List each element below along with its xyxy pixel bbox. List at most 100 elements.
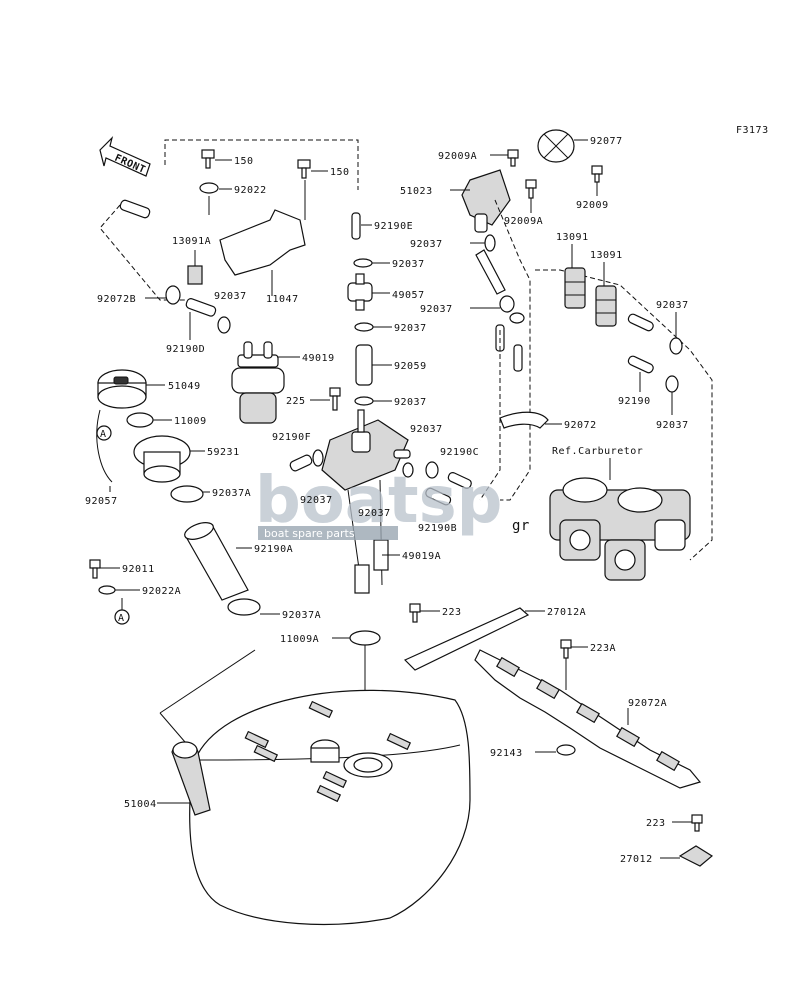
clamp-92037-l (665, 375, 679, 393)
figure-code: F3173 (736, 125, 769, 136)
front-arrow: FRONT (99, 136, 151, 177)
label-92009: 92009 (576, 200, 609, 211)
label-92037-7: 92037 (358, 508, 391, 519)
hose-92190b (425, 487, 452, 506)
clamp-92037-i (499, 295, 515, 313)
label-92059: 92059 (394, 361, 427, 372)
hose-right-upper (475, 249, 506, 295)
screw-92009a-upper (507, 149, 519, 167)
washer-92143 (556, 744, 576, 756)
label-92190f: 92190F (272, 432, 311, 443)
label-225: 225 (286, 396, 306, 407)
bracket-11047 (219, 209, 306, 276)
label-150-b: 150 (330, 167, 350, 178)
clamp-92037-h (484, 234, 496, 252)
label-92037-3: 92037 (394, 323, 427, 334)
label-13091-2: 13091 (590, 250, 623, 261)
label-92143: 92143 (490, 748, 523, 759)
label-92022a: 92022A (142, 586, 181, 597)
hose-right-small-1 (627, 313, 654, 332)
label-92057: 92057 (85, 496, 118, 507)
label-92190c: 92190C (440, 447, 479, 458)
watermark-brand: boatsp (255, 464, 502, 538)
watermark-tld: gr (512, 518, 530, 534)
label-92037a-1: 92037A (212, 488, 251, 499)
clamp-13091-left (564, 267, 586, 309)
label-92037a-2: 92037A (282, 610, 321, 621)
screw-92009a-lower (525, 179, 537, 199)
label-92077: 92077 (590, 136, 623, 147)
fuel-cap-51049 (97, 369, 147, 409)
label-49019a: 49019A (402, 551, 441, 562)
label-92037-10: 92037 (656, 300, 689, 311)
label-92037-6: 92037 (300, 495, 333, 506)
label-92190e: 92190E (374, 221, 413, 232)
bracket-27012 (678, 845, 714, 867)
label-11009: 11009 (174, 416, 207, 427)
label-92072: 92072 (564, 420, 597, 431)
label-92190b: 92190B (418, 523, 457, 534)
label-92037-8: 92037 (410, 239, 443, 250)
label-223-b: 223 (646, 818, 666, 829)
washer-92022 (199, 182, 219, 194)
hose-group-outline (99, 204, 190, 301)
label-92037-4: 92037 (394, 397, 427, 408)
watermark: boatsp gr boat spare parts (255, 464, 530, 540)
bolt-150-right (297, 159, 311, 179)
label-27012: 27012 (620, 854, 653, 865)
clamp-92037-f (425, 461, 439, 479)
label-92037-1: 92037 (392, 259, 425, 270)
hose-92190c (447, 472, 472, 489)
label-92022: 92022 (234, 185, 267, 196)
label-223a: 223A (590, 643, 616, 654)
label-59231: 59231 (207, 447, 240, 458)
label-92037-11: 92037 (656, 420, 689, 431)
hose-92190e (351, 212, 361, 240)
hose-92190d (185, 298, 217, 317)
hose-92059 (355, 344, 373, 386)
clip-13091a (187, 265, 203, 285)
svg-text:A: A (118, 613, 125, 624)
screw-92009 (591, 165, 603, 183)
label-92072a: 92072A (628, 698, 667, 709)
label-51004: 51004 (124, 799, 157, 810)
fuel-tank-51004 (171, 689, 471, 926)
label-11009a: 11009A (280, 634, 319, 645)
screw-223-b (691, 814, 703, 832)
screw-223-a (409, 603, 421, 623)
bracket-group-outline (164, 139, 359, 190)
label-92009a-2: 92009A (504, 216, 543, 227)
label-49057: 49057 (392, 290, 425, 301)
label-13091-1: 13091 (556, 232, 589, 243)
clamp-13091-right (595, 285, 617, 327)
carburetor-assembly (549, 477, 691, 581)
washer-92022a (98, 585, 116, 595)
label-92190a: 92190A (254, 544, 293, 555)
clamp-92037-g (402, 462, 414, 478)
strap-92072a (474, 649, 702, 789)
label-13091a: 13091A (172, 236, 211, 247)
label-92037-9: 92037 (420, 304, 453, 315)
svg-text:A: A (100, 429, 107, 440)
label-11047: 11047 (266, 294, 299, 305)
callout-a-upper: A (96, 425, 112, 441)
label-92037-2: 92037 (214, 291, 247, 302)
hose-upper-left (119, 199, 151, 219)
fuel-valve-assembly (321, 409, 411, 594)
watermark-tagline: boat spare parts (264, 527, 355, 540)
label-92190: 92190 (618, 396, 651, 407)
label-92190d: 92190D (166, 344, 205, 355)
label-51049: 51049 (168, 381, 201, 392)
clamp-92037a-upper (170, 485, 204, 503)
clamp-92037-d (354, 396, 374, 406)
screw-223a (560, 639, 572, 659)
clamp-92037-j (509, 312, 525, 324)
label-27012a: 27012A (547, 607, 586, 618)
fuel-petcock-51023 (461, 169, 511, 233)
label-92037-5: 92037 (410, 424, 443, 435)
hose-route-3 (479, 330, 501, 501)
clamp-92037-a (217, 316, 231, 334)
bolt-150-left (201, 149, 215, 169)
